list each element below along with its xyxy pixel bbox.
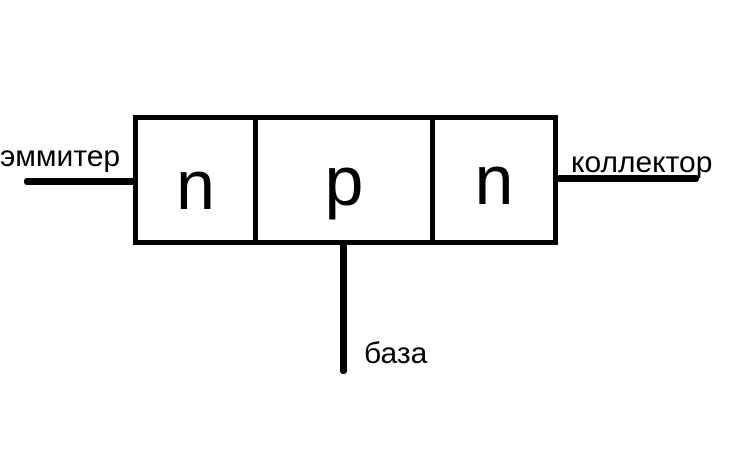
emitter-region-n: n [138,120,258,240]
transistor-body: n p n [133,115,558,245]
collector-lead [556,175,699,182]
base-lead [340,243,347,374]
collector-region-n: n [474,141,514,219]
base-label: база [364,337,428,370]
emitter-label: эммитер [0,140,121,173]
collector-label: коллектор [571,146,713,179]
base-region-p: p [258,120,435,240]
emitter-lead [24,178,136,185]
